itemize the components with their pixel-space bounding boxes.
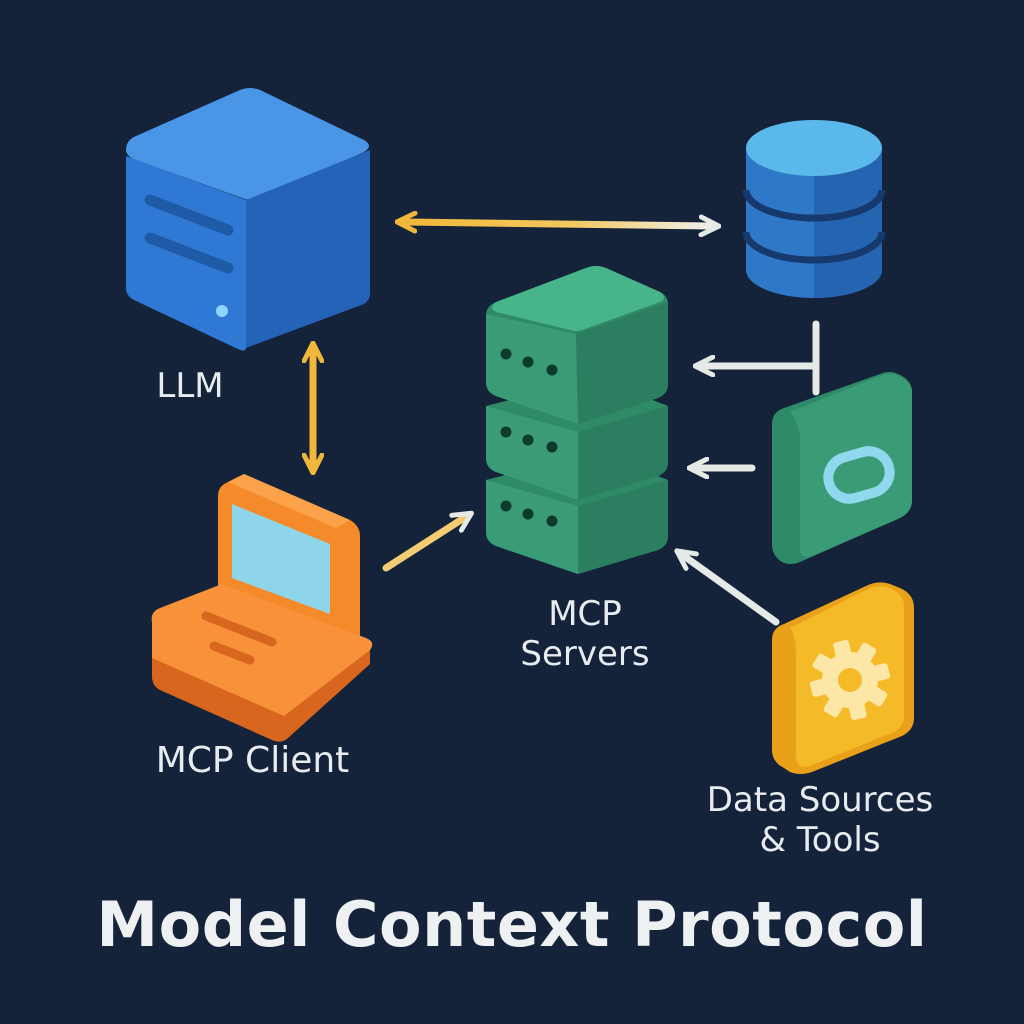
mcp-servers-label: MCP Servers xyxy=(480,594,690,674)
server-unit-middle xyxy=(486,378,668,500)
llm-cube-icon xyxy=(126,88,370,351)
mcp-client-label: MCP Client xyxy=(155,740,350,781)
toggle-tile-icon xyxy=(772,372,912,564)
server-stack-icon xyxy=(486,266,668,574)
mcp-servers-label-line2: Servers xyxy=(520,634,650,675)
server-unit-top xyxy=(486,266,668,424)
database-icon xyxy=(742,120,886,298)
diagram-title: Model Context Protocol xyxy=(96,888,928,961)
edge-mcp-client-to-mcp-servers xyxy=(382,518,464,572)
gear-tile-icon xyxy=(772,582,914,774)
llm-label: LLM xyxy=(156,366,224,406)
edge-llm-to-data-sources xyxy=(406,222,710,226)
data-sources-label: Data Sources & Tools xyxy=(660,780,980,860)
edge-data-sources-to-mcp-servers xyxy=(684,320,820,626)
data-sources-label-line1: Data Sources xyxy=(706,780,934,820)
data-sources-label-line2: & Tools xyxy=(759,820,881,861)
laptop-icon xyxy=(151,474,373,742)
mcp-servers-label-line1: MCP xyxy=(548,594,622,634)
gear-icon xyxy=(809,639,891,721)
